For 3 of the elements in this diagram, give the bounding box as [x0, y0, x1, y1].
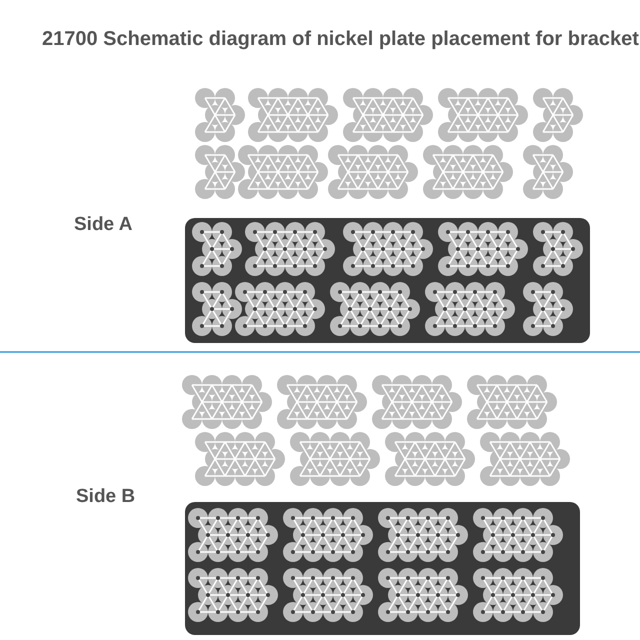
diagram-title: 21700 Schematic diagram of nickel plate placement for bracket — [42, 28, 639, 51]
side-label: Side B — [76, 486, 136, 508]
side-label: Side A — [74, 214, 132, 236]
